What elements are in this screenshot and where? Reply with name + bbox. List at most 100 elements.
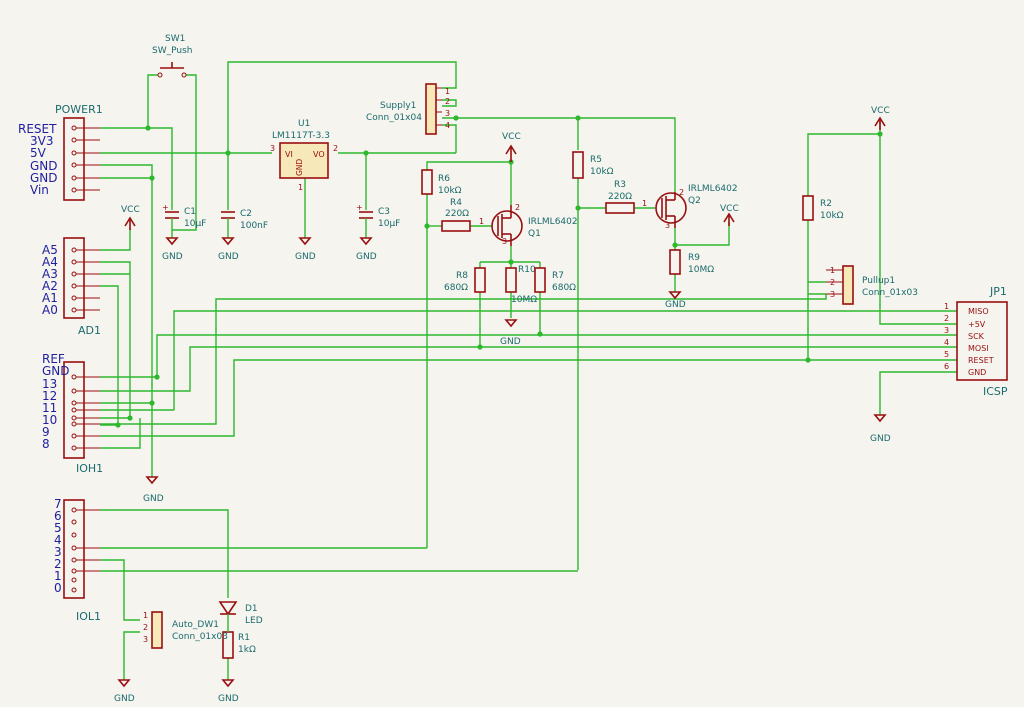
c2-value: 100nF — [240, 221, 268, 231]
ad-pin-label: A4 — [42, 255, 58, 269]
power-pin-label: GND — [30, 159, 58, 173]
r4-value: 220Ω — [445, 209, 469, 219]
capacitor-c2: C2 100nF — [221, 209, 268, 238]
gnd-symbol: GND — [500, 319, 521, 347]
resistor-r7: R7 680Ω — [534, 267, 576, 293]
c2-ref: C2 — [240, 209, 252, 219]
r1-value: 1kΩ — [238, 645, 256, 655]
icsp-pin-num: 5 — [944, 350, 949, 359]
u1-pin1: 1 — [298, 183, 303, 192]
icsp-pin-label: GND — [968, 368, 986, 377]
supply-pin-num: 1 — [445, 87, 450, 96]
resistor-r1: R1 1kΩ — [222, 631, 256, 659]
gnd-label: GND — [162, 252, 183, 262]
led-d1: D1 LED — [218, 601, 263, 632]
jp1-value: ICSP — [983, 385, 1008, 398]
junctions — [115, 115, 883, 428]
ioh-pin-label: REF — [42, 352, 65, 366]
svg-text:+: + — [356, 203, 363, 212]
r3-value: 220Ω — [608, 192, 632, 202]
gnd-label: GND — [295, 252, 316, 262]
svg-text:3: 3 — [665, 221, 670, 230]
r2-ref: R2 — [820, 199, 832, 209]
resistor-r5: R5 10kΩ — [572, 151, 614, 179]
power-pin-label: Vin — [30, 183, 49, 197]
connector-iol1: 7 6 5 4 3 2 1 0 IOL1 — [54, 497, 101, 623]
autodw-pin-num: 3 — [143, 635, 148, 644]
svg-text:2: 2 — [515, 203, 520, 212]
r5-ref: R5 — [590, 155, 602, 165]
resistor-r9: R9 10MΩ — [669, 249, 714, 275]
wires — [100, 61, 957, 680]
gnd-symbol: GND — [218, 237, 239, 262]
pullup-ref: Pullup1 — [862, 276, 895, 286]
ioh-pin-label: 10 — [42, 413, 57, 427]
resistor-r6: R6 10kΩ — [421, 169, 462, 196]
q1-ref: Q1 — [528, 229, 541, 239]
icsp-pin-label: SCK — [968, 332, 985, 341]
icsp-pin-label: MISO — [968, 307, 989, 316]
ad-pin-label: A2 — [42, 279, 58, 293]
vcc-symbols: VCC VCC VCC VCC — [121, 106, 890, 230]
power-pin-label: 5V — [30, 146, 47, 160]
c3-ref: C3 — [378, 207, 390, 217]
gnd-label: GND — [218, 252, 239, 262]
c1-value: 10µF — [184, 219, 206, 229]
iol1-ref: IOL1 — [76, 610, 101, 623]
autodw-ref: Auto_DW1 — [172, 620, 219, 630]
icsp-pin-label: +5V — [968, 320, 986, 329]
supply1-ref: Supply1 — [380, 101, 416, 111]
ioh-pin-label: 13 — [42, 377, 57, 391]
autodw-pin-num: 1 — [143, 611, 148, 620]
ioh1-ref: IOH1 — [76, 462, 103, 475]
gnd-label: GND — [665, 300, 686, 310]
ad-pin-label: A5 — [42, 243, 58, 257]
ioh-pin-label: 8 — [42, 437, 50, 451]
gnd-label: GND — [870, 434, 891, 444]
r6-ref: R6 — [438, 174, 450, 184]
gnd-label: GND — [143, 494, 164, 504]
connector-ad1: A5 A4 A3 A2 A1 A0 AD1 — [42, 237, 101, 337]
r2-value: 10kΩ — [820, 211, 844, 221]
sw1-ref: SW1 — [165, 34, 185, 44]
iol-pin-label: 1 — [54, 569, 62, 583]
vcc-label: VCC — [502, 132, 521, 142]
gnd-label: GND — [500, 337, 521, 347]
q2-ref: Q2 — [688, 196, 701, 206]
mosfet-q2: 2 3 IRLML6402 Q2 — [655, 184, 738, 230]
autodw-pin-num: 2 — [143, 623, 148, 632]
connector-supply1: Supply1 Conn_01x04 1 2 3 4 — [366, 83, 450, 135]
icsp-pin-label: RESET — [968, 356, 994, 365]
connector-power1: POWER1 RESET 3V3 5V GND GND Vin — [18, 103, 103, 201]
supply-pin-num: 4 — [445, 121, 450, 130]
gnd-symbol: GND — [218, 679, 239, 704]
mosfet-q1: 2 3 IRLML6402 Q1 — [491, 203, 578, 246]
iol-pin-label: 6 — [54, 509, 62, 523]
ad-pin-label: A0 — [42, 303, 58, 317]
gnd-symbol: GND — [665, 291, 686, 310]
icsp-pin-label: MOSI — [968, 344, 989, 353]
resistor-r10: R10 10MΩ — [505, 265, 537, 305]
iol-pin-label: 0 — [54, 581, 62, 595]
capacitor-c1: + C1 10µF — [162, 203, 206, 238]
ad-pin-label: A3 — [42, 267, 58, 281]
c1-ref: C1 — [184, 207, 196, 217]
ad-pin-label: A1 — [42, 291, 58, 305]
d1-value: LED — [245, 616, 263, 626]
svg-text:2: 2 — [679, 188, 684, 197]
r6-value: 10kΩ — [438, 186, 462, 196]
switch-sw1: SW1 SW_Push — [152, 34, 192, 78]
resistor-r4: R4 220Ω 1 — [441, 198, 484, 232]
supply-pin-num: 3 — [445, 109, 450, 118]
r7-ref: R7 — [552, 271, 564, 281]
d1-ref: D1 — [245, 604, 258, 614]
gnd-symbol: GND — [143, 476, 164, 504]
svg-text:3: 3 — [502, 237, 507, 246]
vcc-symbol: VCC — [871, 106, 890, 130]
resistor-r2: R2 10kΩ — [802, 195, 844, 221]
icsp-pin-num: 4 — [944, 338, 949, 347]
r9-ref: R9 — [688, 253, 700, 263]
svg-text:+: + — [162, 203, 169, 212]
power1-pin-labels: RESET 3V3 5V GND GND Vin — [18, 122, 58, 197]
